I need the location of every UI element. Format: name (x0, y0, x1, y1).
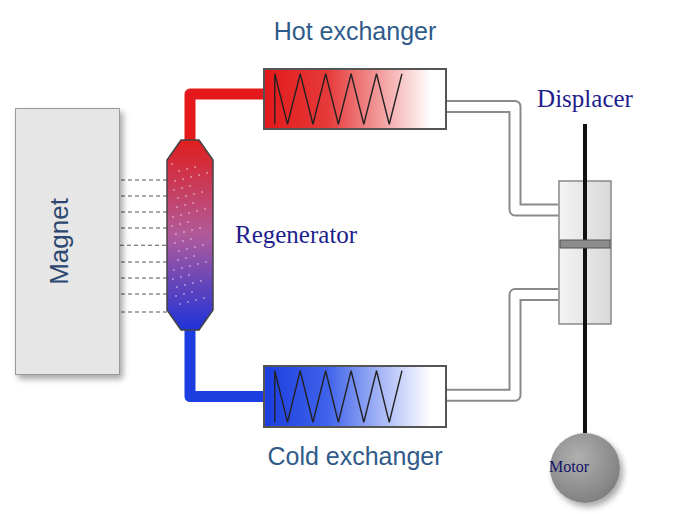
granule (182, 178, 184, 180)
node-label: Magnet (44, 198, 75, 285)
cylinder-body (558, 180, 612, 325)
coil-line (275, 371, 402, 423)
hot-exchanger: Hot exchanger (263, 68, 447, 130)
cold-exchanger: Cold exchanger (263, 365, 447, 428)
granule (174, 180, 176, 182)
regenerator-shape (167, 140, 213, 330)
granule (185, 195, 187, 197)
granule (187, 221, 189, 223)
displacer-rod (583, 180, 587, 325)
granule (171, 225, 173, 227)
granule (205, 261, 207, 263)
granule (190, 176, 192, 178)
node-label: Regenerator (235, 221, 357, 249)
granule (188, 274, 190, 276)
granule (183, 293, 185, 295)
granule (172, 216, 174, 218)
granule (201, 191, 203, 193)
node-label: Motor (549, 458, 589, 476)
granule (193, 193, 195, 195)
granule (179, 303, 181, 305)
granule (194, 246, 196, 248)
granule (192, 282, 194, 284)
pipe-stroke (190, 330, 263, 397)
coil-windings (265, 367, 445, 426)
granule (185, 257, 187, 259)
granule (187, 301, 189, 303)
granule (186, 168, 188, 170)
granule (177, 259, 179, 261)
pipe-stroke (447, 295, 558, 396)
field-lines (121, 180, 170, 312)
granule (180, 214, 182, 216)
granule (172, 278, 174, 280)
granule (191, 229, 193, 231)
node-label: Displacer (537, 85, 633, 113)
granule (175, 295, 177, 297)
granule (204, 208, 206, 210)
granule (181, 267, 183, 269)
granule (176, 286, 178, 288)
granule (194, 166, 196, 168)
granule (188, 212, 190, 214)
pipe-stroke (447, 106, 558, 210)
pipe-stroke (447, 295, 558, 396)
magnet-block: Magnet (15, 108, 120, 375)
granule (176, 206, 178, 208)
pipe-stroke (120, 245, 167, 246)
coil-windings (265, 70, 445, 128)
fluid-pipe (190, 94, 263, 140)
granule (177, 197, 179, 199)
granule (178, 250, 180, 252)
granule (184, 204, 186, 206)
granule (175, 233, 177, 235)
granule (180, 276, 182, 278)
regenerator-bed: Regenerator (167, 140, 213, 330)
field-line (120, 245, 167, 246)
pipe-stroke (583, 325, 587, 433)
granule (189, 265, 191, 267)
coil-line (275, 74, 402, 125)
granule (184, 284, 186, 286)
granule (197, 263, 199, 265)
granule (181, 187, 183, 189)
displacer-rod (583, 124, 587, 182)
granule (202, 244, 204, 246)
granule (193, 255, 195, 257)
granule (173, 189, 175, 191)
granule (206, 172, 208, 174)
granule (183, 231, 185, 233)
pipe-stroke (447, 106, 558, 210)
granule (199, 227, 201, 229)
piston (560, 240, 610, 248)
drive-rod (585, 325, 586, 433)
fluid-pipe (447, 106, 558, 210)
granule (179, 223, 181, 225)
granule (190, 238, 192, 240)
regenerator-outline (167, 140, 213, 330)
fluid-pipe (190, 330, 263, 397)
granule (178, 170, 180, 172)
granule (173, 269, 175, 271)
granule (196, 210, 198, 212)
granule (200, 280, 202, 282)
granule (186, 248, 188, 250)
node-label: Hot exchanger (274, 17, 437, 46)
node-label: Cold exchanger (267, 442, 442, 471)
granule (189, 185, 191, 187)
granule (198, 174, 200, 176)
granule (174, 242, 176, 244)
cylinder-wall (559, 181, 611, 324)
granule (182, 240, 184, 242)
fluid-pipe (447, 295, 558, 396)
granule (195, 299, 197, 301)
granule (171, 163, 173, 165)
pipe-stroke (190, 94, 263, 140)
displacer-cylinder: Displacer (558, 180, 612, 325)
motor-circle: Motor (550, 433, 620, 503)
granule (192, 202, 194, 204)
granule (203, 297, 205, 299)
granule (191, 291, 193, 293)
